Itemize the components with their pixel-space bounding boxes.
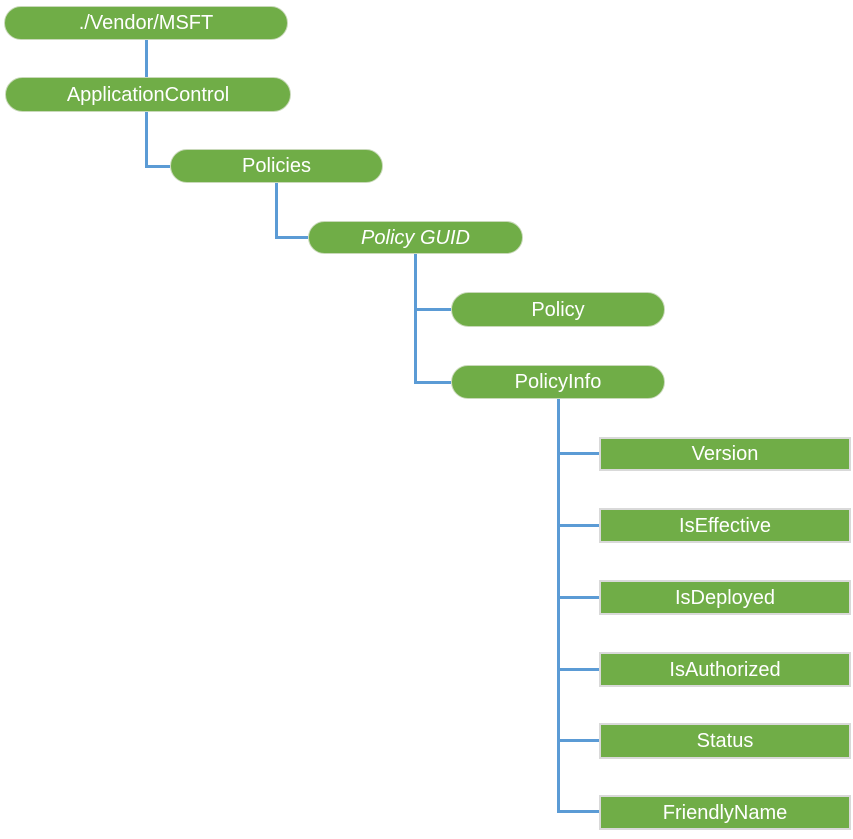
connector-policy-guid-trunk bbox=[414, 254, 417, 384]
node-iseffective: IsEffective bbox=[599, 508, 851, 543]
connector-policies-trunk bbox=[275, 183, 278, 239]
connector-branch-policyinfo bbox=[414, 381, 451, 384]
connector-branch-policy-guid bbox=[275, 236, 308, 239]
connector-branch-version bbox=[557, 452, 599, 455]
connector-branch-isdeployed bbox=[557, 596, 599, 599]
connector-root-to-applicationcontrol bbox=[145, 40, 148, 77]
connector-branch-policies bbox=[145, 165, 170, 168]
node-isauthorized: IsAuthorized bbox=[599, 652, 851, 687]
connector-branch-friendlyname bbox=[557, 810, 599, 813]
node-version: Version bbox=[599, 437, 851, 471]
node-policies: Policies bbox=[170, 149, 383, 183]
connector-policyinfo-trunk bbox=[557, 399, 560, 813]
connector-applicationcontrol-trunk bbox=[145, 112, 148, 168]
connector-branch-isauthorized bbox=[557, 668, 599, 671]
connector-branch-status bbox=[557, 739, 599, 742]
node-status: Status bbox=[599, 723, 851, 759]
node-policyinfo: PolicyInfo bbox=[451, 365, 665, 399]
node-policy-guid: Policy GUID bbox=[308, 221, 523, 254]
node-vendor-msft: ./Vendor/MSFT bbox=[4, 6, 288, 40]
node-applicationcontrol: ApplicationControl bbox=[5, 77, 291, 112]
node-friendlyname: FriendlyName bbox=[599, 795, 851, 830]
connector-branch-iseffective bbox=[557, 524, 599, 527]
node-policy: Policy bbox=[451, 292, 665, 327]
node-isdeployed: IsDeployed bbox=[599, 580, 851, 615]
connector-branch-policy bbox=[414, 308, 451, 311]
